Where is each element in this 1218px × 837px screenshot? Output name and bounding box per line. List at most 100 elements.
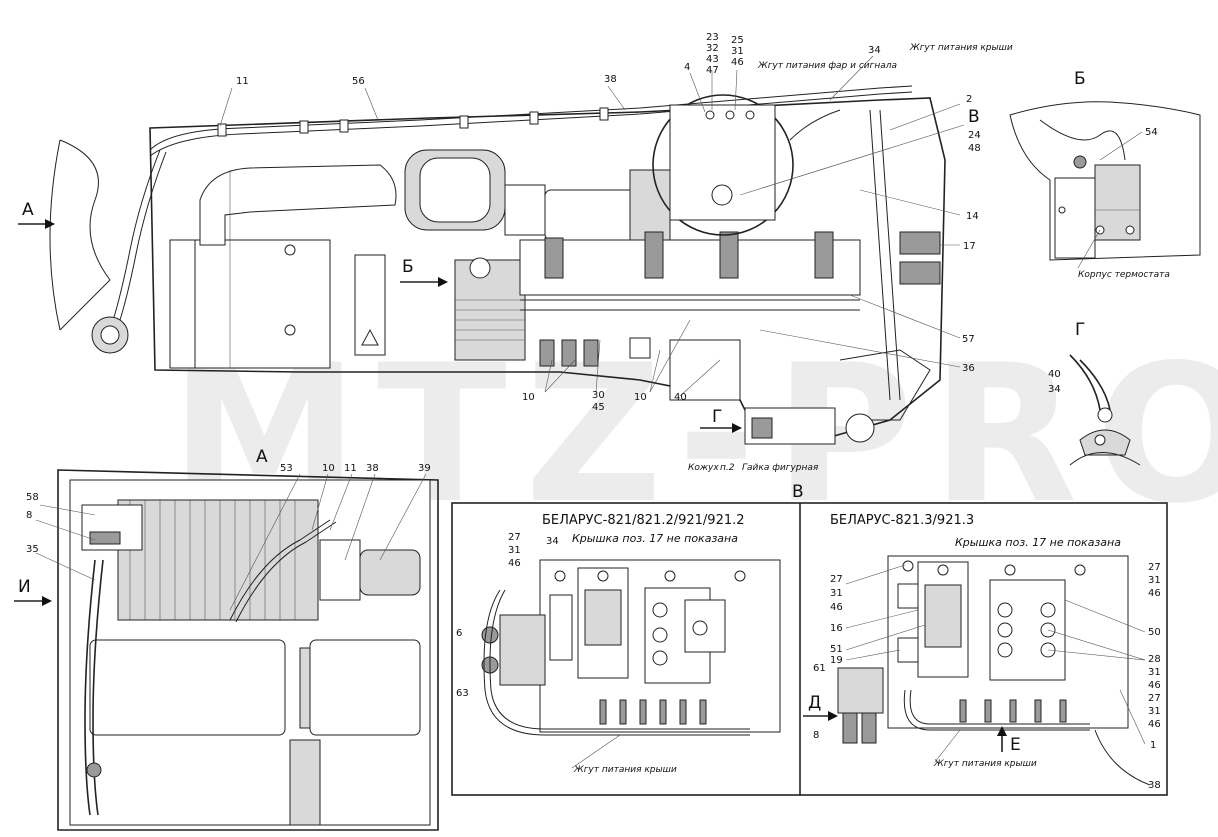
panel-right-label-51: 51 (830, 644, 843, 655)
panel-right-label-8: 8 (813, 730, 819, 741)
view-label-g: Г (712, 407, 722, 427)
label-casing: Кожух (688, 463, 719, 473)
engine-fins (455, 299, 525, 341)
label-24: 24 (968, 130, 981, 141)
view-label-b: Б (402, 257, 414, 277)
panel-right-label-19: 19 (830, 655, 843, 666)
label-57: 57 (962, 334, 975, 345)
view-arrows (18, 219, 742, 433)
view-a-label-35: 35 (26, 544, 39, 555)
label-38: 38 (604, 74, 617, 85)
view-b-detail: Б 54 Корпус термостата (1009, 69, 1201, 280)
label-4: 4 (684, 62, 690, 73)
label-30: 30 (592, 390, 605, 401)
panel-left-terminals (554, 570, 746, 666)
label-25: 25 (731, 35, 744, 46)
panel-right-label-27-left: 27 (830, 574, 843, 585)
panel-right-label-28: 28 (1148, 654, 1161, 665)
label-11: 11 (236, 76, 249, 87)
view-a-label-38: 38 (366, 463, 379, 474)
view-a-title: А (256, 447, 268, 467)
view-b-label-thermostat: Корпус термостата (1078, 270, 1170, 280)
label-47: 47 (706, 65, 719, 76)
injectors (544, 231, 834, 279)
label-40: 40 (674, 392, 687, 403)
label-10-left: 10 (522, 392, 535, 403)
panel-right-label-61: 61 (813, 663, 826, 674)
view-d-label: Д (808, 693, 821, 713)
panel-right: БЕЛАРУС-821.3/921.3 Крышка поз. 17 не по… (803, 513, 1161, 791)
view-label-a: А (22, 200, 34, 220)
label-43: 43 (706, 54, 719, 65)
view-e-label: Е (1010, 735, 1021, 755)
label-45: 45 (592, 402, 605, 413)
panel-left-harness: Жгут питания крыши (573, 765, 677, 775)
view-a-detail: А (14, 447, 439, 831)
panel-right-harness: Жгут питания крыши (933, 759, 1037, 769)
panel-right-label-46-left: 46 (830, 602, 843, 613)
view-g-title: Г (1075, 320, 1085, 340)
roof-clips (217, 107, 609, 137)
lower-connectors (539, 337, 651, 367)
panel-right-label-46-low: 46 (1148, 719, 1161, 730)
panel-right-label-16: 16 (830, 623, 843, 634)
panel-left-label-34: 34 (546, 536, 559, 547)
label-23: 23 (706, 32, 719, 43)
panel-left-note: Крышка поз. 17 не показана (572, 532, 738, 545)
view-a-label-10: 10 (322, 463, 335, 474)
view-g-label-40: 40 (1048, 369, 1061, 380)
label-32: 32 (706, 43, 719, 54)
panel-right-label-31-top: 31 (1148, 575, 1161, 586)
view-a-label-53: 53 (280, 463, 293, 474)
label-14: 14 (966, 211, 979, 222)
panel-left-label-31: 31 (508, 545, 521, 556)
view-g-detail: Г 40 34 (1048, 320, 1141, 466)
panel-left-label-46: 46 (508, 558, 521, 569)
panel-right-note: Крышка поз. 17 не показана (955, 536, 1121, 549)
view-g-label-34: 34 (1048, 384, 1061, 395)
panel-right-label-31-left: 31 (830, 588, 843, 599)
view-a-label-11: 11 (344, 463, 357, 474)
panel-left-label-63: 63 (456, 688, 469, 699)
panel-right-title: БЕЛАРУС-821.3/921.3 (830, 513, 974, 528)
label-48: 48 (968, 143, 981, 154)
view-b-label-54: 54 (1145, 127, 1158, 138)
panel-right-label-27-top: 27 (1148, 562, 1161, 573)
view-a-label-8: 8 (26, 510, 32, 521)
panel-right-terminals (902, 560, 1086, 658)
label-2: 2 (966, 94, 972, 105)
panel-right-label-46-top: 46 (1148, 588, 1161, 599)
panel-left-label-27: 27 (508, 532, 521, 543)
panel-right-label-1: 1 (1150, 740, 1156, 751)
leader-lines (219, 55, 965, 397)
label-36: 36 (962, 363, 975, 374)
view-a-leaders (35, 473, 427, 611)
panel-right-label-50: 50 (1148, 627, 1161, 638)
radiator-grille (117, 499, 319, 621)
label-34: 34 (868, 45, 881, 56)
view-a-label-39: 39 (418, 463, 431, 474)
panel-left: БЕЛАРУС-821/821.2/921/921.2 Крышка поз. … (456, 513, 781, 775)
main-side-view: А Б Г В 11 56 38 4 23 32 43 47 25 31 46 … (18, 32, 1013, 473)
label-56: 56 (352, 76, 365, 87)
panel-left-plugs (599, 699, 707, 725)
label-31: 31 (731, 46, 744, 57)
label-harness-roof: Жгут питания крыши (909, 43, 1013, 53)
panel-left-title: БЕЛАРУС-821/821.2/921/921.2 (542, 513, 745, 528)
view-v-title: В (792, 482, 804, 502)
view-v-detail: В БЕЛАРУС-821/821.2/921/921.2 Крышка поз… (451, 482, 1168, 796)
label-17: 17 (963, 241, 976, 252)
panel-right-label-46-mid: 46 (1148, 680, 1161, 691)
label-item2: п.2 (720, 463, 735, 473)
panel-right-label-31-mid: 31 (1148, 667, 1161, 678)
view-b-title: Б (1074, 69, 1086, 89)
panel-right-label-31-low: 31 (1148, 706, 1161, 717)
view-a-label-58: 58 (26, 492, 39, 503)
panel-right-label-38: 38 (1148, 780, 1161, 791)
panel-right-plugs (959, 699, 1067, 723)
label-nut: Гайка фигурная (742, 463, 819, 473)
panel-left-label-6: 6 (456, 628, 462, 639)
label-46: 46 (731, 57, 744, 68)
view-label-v: В (968, 107, 980, 127)
